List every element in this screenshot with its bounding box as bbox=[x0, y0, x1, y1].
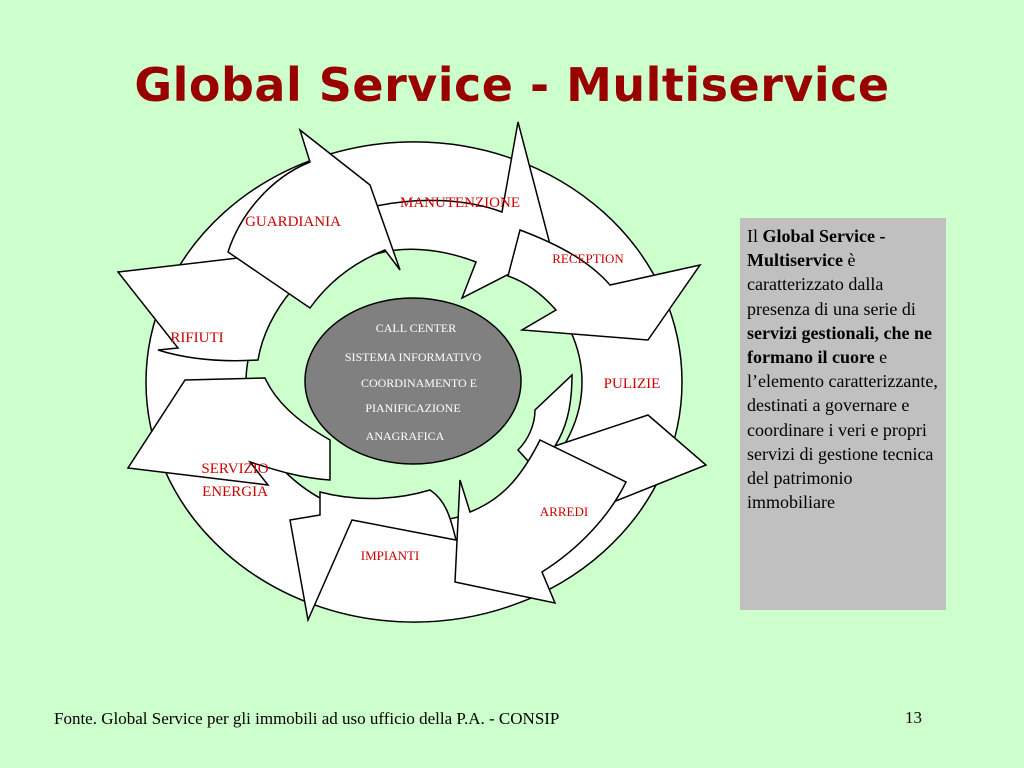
core-item-sistema-informativo: SISTEMA INFORMATIVO bbox=[345, 350, 482, 364]
description-bold-1: Global Service - Multiservice bbox=[747, 226, 886, 271]
label-rifiuti: RIFIUTI bbox=[170, 330, 223, 346]
description-bold-2: servizi gestionali, che ne formano il cu… bbox=[747, 322, 932, 368]
core-item-anagrafica: ANAGRAFICA bbox=[366, 429, 445, 443]
cycle-arrow-impianti bbox=[289, 489, 458, 623]
description-text-3: e l’elemento caratterizzante, destinati … bbox=[747, 347, 938, 513]
description-box: Il Global Service - Multiservice è carat… bbox=[740, 218, 946, 610]
cycle-arrow-arredi bbox=[454, 439, 628, 605]
description-text-2: è caratterizzato dalla presenza di una s… bbox=[747, 250, 916, 319]
footer-source: Fonte. Global Service per gli immobili a… bbox=[54, 709, 560, 728]
cycle-arrow-guardiania bbox=[227, 127, 401, 310]
label-servizio: SERVIZIO bbox=[201, 461, 268, 477]
label-reception: RECEPTION bbox=[552, 251, 624, 266]
label-energia: ENERGIA bbox=[202, 484, 268, 500]
core-item-coordinamento: COORDINAMENTO E bbox=[361, 376, 477, 390]
core-item-call-center: CALL CENTER bbox=[376, 321, 457, 335]
core-item-pianificazione: PIANIFICAZIONE bbox=[365, 401, 460, 415]
cycle-arrow-rifiuti bbox=[116, 257, 294, 362]
label-guardiania: GUARDIANIA bbox=[245, 214, 341, 230]
page-number: 13 bbox=[905, 708, 922, 727]
label-arredi: ARREDI bbox=[540, 504, 588, 519]
slide-title: Global Service - Multiservice bbox=[134, 58, 890, 112]
description-text-1: Il bbox=[747, 226, 763, 246]
cycle-arrow-reception bbox=[507, 229, 702, 341]
core-ellipse bbox=[304, 297, 522, 465]
label-manutenzione: MANUTENZIONE bbox=[400, 195, 520, 211]
label-impianti: IMPIANTI bbox=[361, 548, 420, 563]
cycle-arrow-servizio-energia bbox=[126, 377, 331, 486]
label-pulizie: PULIZIE bbox=[604, 376, 661, 392]
